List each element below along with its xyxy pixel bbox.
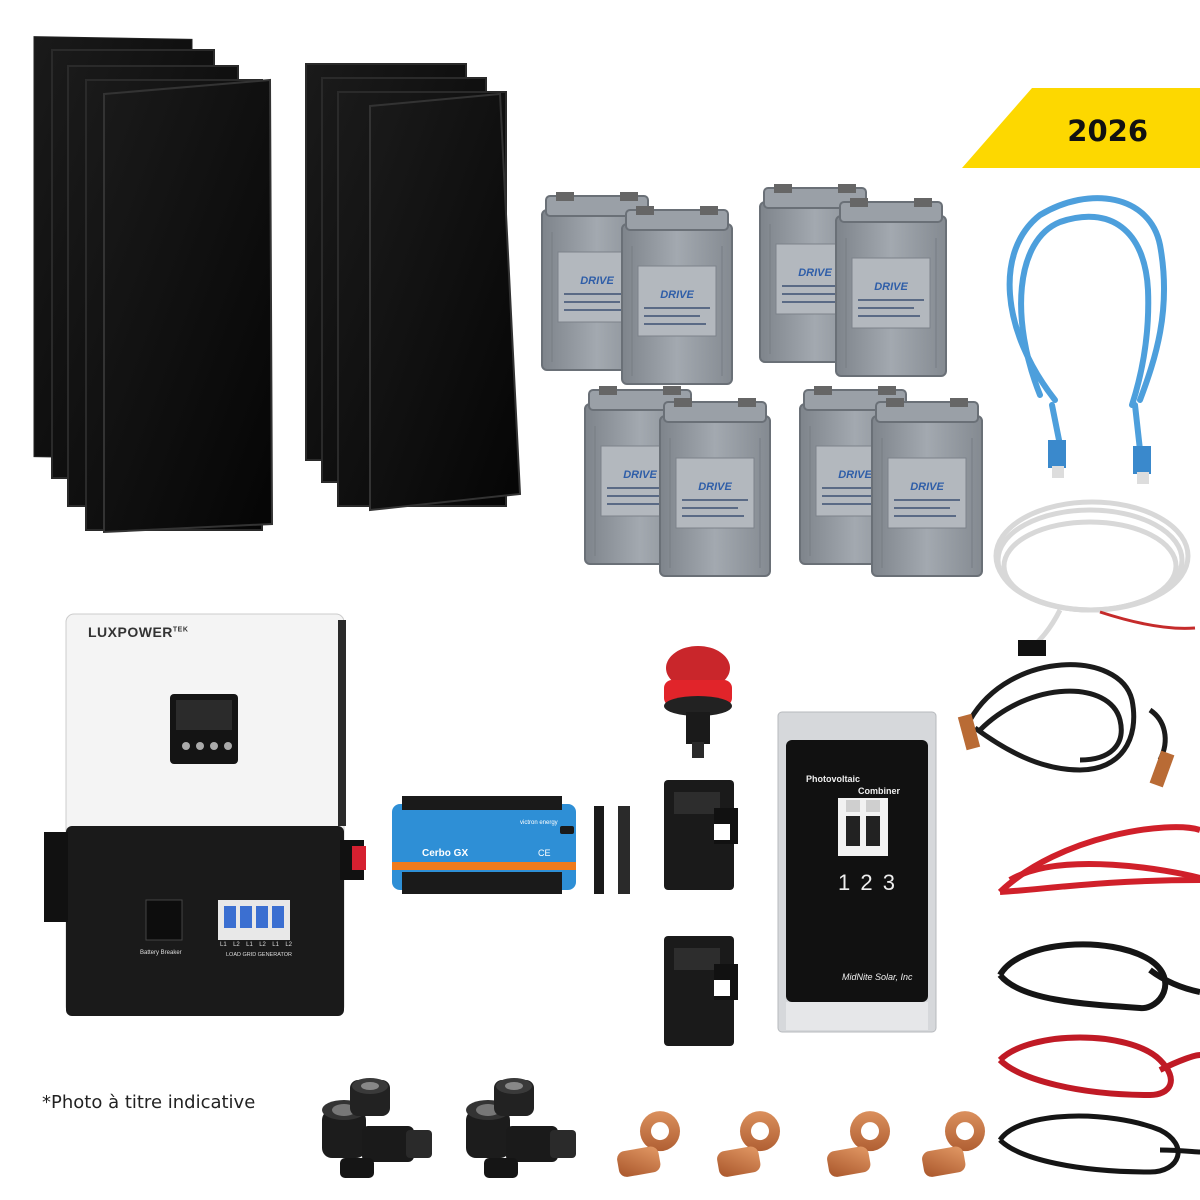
- cerbo-gx: [392, 796, 576, 894]
- inverter-port-groups: LOAD GRID GENERATOR: [226, 952, 292, 958]
- ethernet-plug-a: [1048, 440, 1066, 468]
- hybrid-inverter: [44, 613, 366, 1016]
- combiner-maker: MidNite Solar, Inc: [842, 972, 913, 982]
- photo-disclaimer: *Photo à titre indicative: [42, 1092, 256, 1113]
- inverter-brand-sup: TEK: [172, 626, 189, 634]
- battery-breaker-label: Battery Breaker: [140, 950, 182, 956]
- cable-gland-a: [322, 1078, 432, 1178]
- copper-lug-2: [702, 1102, 795, 1196]
- battery-cables-black: [967, 662, 1168, 773]
- combiner-subtitle: Combiner: [858, 786, 901, 796]
- copper-lug-3: [812, 1102, 905, 1196]
- black-cable-b: [997, 1113, 1200, 1175]
- inverter-brand: LUXPOWERTEK: [88, 624, 188, 640]
- cerbo-ce-mark: CE: [538, 848, 551, 858]
- surge-protector: [664, 646, 732, 758]
- black-cable-a: [997, 941, 1200, 1012]
- port-l1-load: L1: [220, 942, 227, 948]
- din-bracket-a: [594, 806, 604, 894]
- red-cable-a: [997, 824, 1200, 895]
- port-l1-grid: L1: [246, 942, 253, 948]
- solar-panels-right: [305, 63, 522, 512]
- connector-plug: [1018, 640, 1046, 656]
- port-l1-gen: L1: [272, 942, 279, 948]
- copper-lug-1: [602, 1102, 695, 1196]
- copper-lug-4: [907, 1102, 1000, 1196]
- year-label: 2026: [1067, 114, 1148, 148]
- battery-bank: [541, 183, 983, 577]
- ethernet-cable: [1006, 195, 1168, 453]
- cerbo-brand: victron energy: [520, 820, 558, 826]
- port-group-grid: GRID: [242, 952, 257, 958]
- year-badge: 2026: [962, 88, 1200, 168]
- port-group-generator: GENERATOR: [257, 952, 292, 958]
- cerbo-name: Cerbo GX: [422, 848, 469, 859]
- combiner-circuit-numbers: 1 2 3: [838, 870, 897, 895]
- ethernet-plug-b: [1133, 446, 1151, 474]
- port-l2-grid: L2: [259, 942, 266, 948]
- din-bracket-b: [618, 806, 630, 894]
- red-cable-b: [997, 1034, 1200, 1099]
- port-l2-gen: L2: [285, 942, 292, 948]
- dc-breaker-top: [664, 780, 738, 890]
- solar-panels-left: [33, 36, 274, 534]
- white-cable: [993, 499, 1196, 652]
- dc-breaker-bottom: [664, 936, 738, 1046]
- pv-combiner-box: [777, 711, 937, 1033]
- combiner-title: Photovoltaic: [806, 774, 861, 784]
- port-l2-load: L2: [233, 942, 240, 948]
- inverter-brand-text: LUXPOWER: [88, 624, 173, 640]
- cable-gland-b: [466, 1078, 576, 1178]
- inverter-port-labels: L1 L2 L1 L2 L1 L2: [220, 942, 292, 948]
- port-group-load: LOAD: [226, 952, 241, 958]
